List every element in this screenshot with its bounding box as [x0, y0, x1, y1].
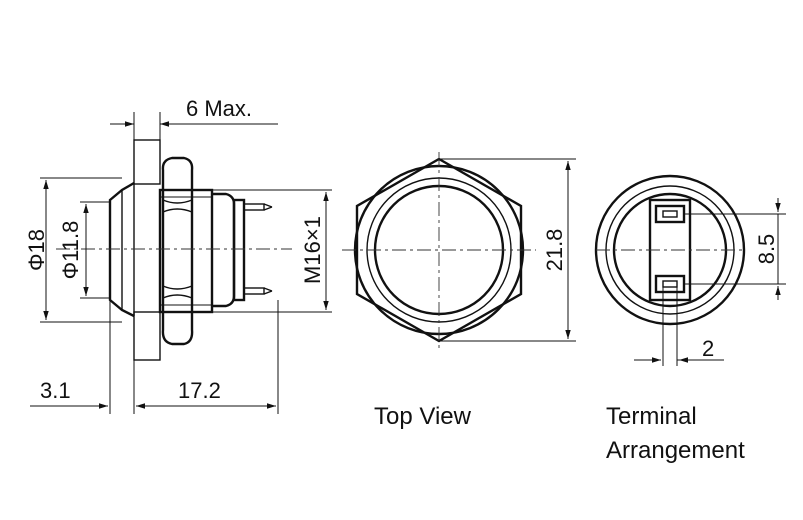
front-depth-label: 3.1: [40, 378, 71, 403]
body-length-label: 17.2: [178, 378, 221, 403]
top-view: 21.8 Top View: [342, 152, 576, 430]
terminal-caption-line1: Terminal: [606, 403, 697, 430]
front-bezel: [108, 181, 135, 318]
terminal-pad-upper-slot: [662, 210, 678, 218]
terminal-upper-tip: [263, 203, 273, 208]
button-diameter-label: Φ11.8: [58, 221, 83, 280]
panel-upper-section: [133, 139, 161, 185]
terminal-spacing-label: 8.5: [754, 234, 779, 265]
side-view: 6 Max. Φ18 Φ11.8 M16×1 3.1 17.2: [24, 96, 332, 414]
hex-nut: [161, 156, 194, 346]
threaded-body: [158, 188, 214, 314]
top-middle-ring: [366, 177, 512, 323]
terminal-view: 8.5 2 Terminal Arrangement: [594, 174, 786, 464]
terminal-pad-upper: [654, 204, 686, 224]
thread-label: M16×1: [300, 216, 325, 284]
thickness-max-label: 6 Max.: [186, 96, 252, 121]
rear-housing: [212, 192, 236, 308]
terminal-lower-tip: [263, 287, 273, 292]
terminal-pad-lower-slot: [662, 280, 678, 288]
hex-nut-facets: [162, 199, 193, 299]
terminal-lower: [243, 287, 265, 295]
flange-diameter-label: Φ18: [24, 229, 49, 271]
top-view-caption: Top View: [374, 403, 472, 430]
terminal-pad-lower: [654, 274, 686, 294]
terminal-caption-line2: Arrangement: [606, 437, 745, 464]
hex-width-label: 21.8: [542, 229, 567, 272]
panel-lower-section: [133, 311, 161, 361]
terminal-width-label: 2: [702, 336, 714, 361]
terminal-upper: [243, 203, 265, 211]
terminal-base: [232, 198, 246, 302]
